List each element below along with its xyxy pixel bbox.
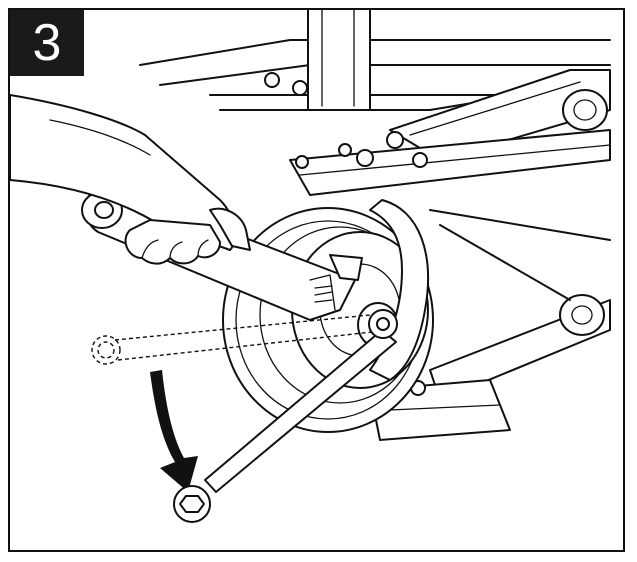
- rotation-arrow-icon: [150, 370, 198, 492]
- mower-pulley-illustration: [10, 10, 611, 523]
- step-number-badge: 3: [10, 10, 84, 76]
- figure-frame: 3: [8, 8, 625, 552]
- ring-wrench-icon: [173, 309, 398, 523]
- hand-holding-wrench-icon: [10, 94, 251, 265]
- wrench-start-position: [91, 314, 373, 365]
- chassis-frame: [139, 10, 611, 441]
- step-number: 3: [32, 14, 62, 72]
